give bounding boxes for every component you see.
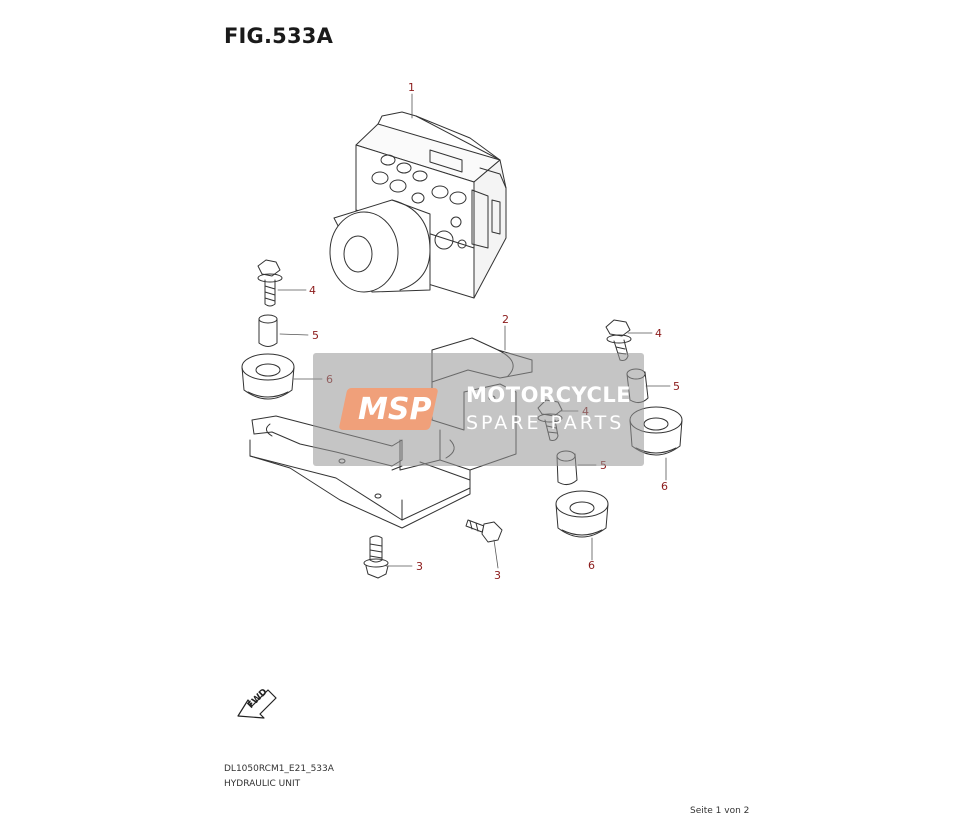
hydraulic-unit-part xyxy=(329,111,507,299)
watermark-title: MOTORCYCLE xyxy=(466,383,632,407)
bolt-part xyxy=(257,259,283,307)
callout-label: 5 xyxy=(673,380,680,393)
callout-label: 6 xyxy=(588,559,595,572)
callout-label: 1 xyxy=(408,81,415,94)
damper-part xyxy=(555,490,609,538)
damper-part xyxy=(241,353,295,400)
bolt-part xyxy=(363,535,389,579)
fwd-arrow xyxy=(237,689,277,719)
bolt-part xyxy=(465,519,503,543)
callout-label: 4 xyxy=(309,284,316,297)
callout-label: 4 xyxy=(655,327,662,340)
watermark-logo-text: MSP xyxy=(358,392,432,427)
callout-label: 6 xyxy=(661,480,668,493)
figure-caption: HYDRAULIC UNIT xyxy=(224,779,301,789)
collar-part xyxy=(258,314,278,347)
callout-label: 5 xyxy=(312,329,319,342)
figure-title: FIG.533A xyxy=(224,24,334,48)
figure-code: DL1050RCM1_E21_533A xyxy=(224,764,334,774)
page-number: Seite 1 von 2 xyxy=(690,806,750,816)
watermark-subtitle: SPARE PARTS xyxy=(466,412,625,434)
callout-label: 3 xyxy=(494,569,501,582)
callout-label: 3 xyxy=(416,560,423,573)
callout-label: 2 xyxy=(502,313,509,326)
